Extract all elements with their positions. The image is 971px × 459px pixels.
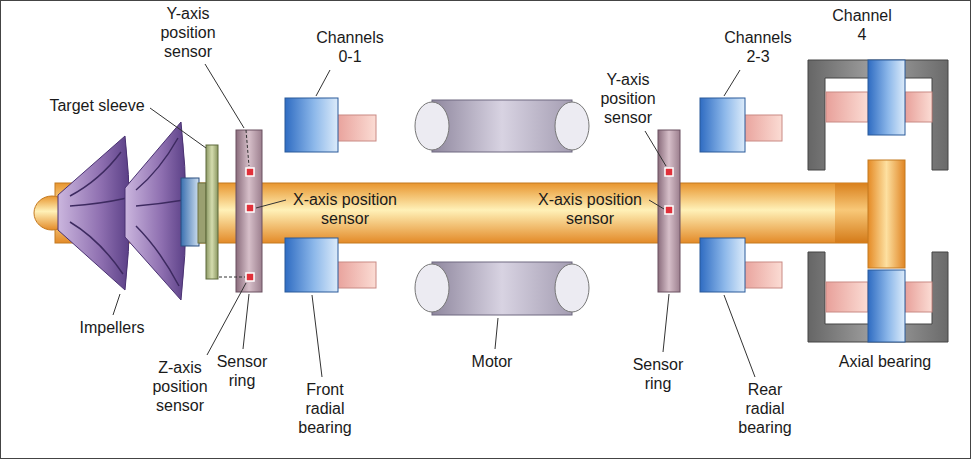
motor-winding bbox=[555, 102, 589, 150]
axial-bearing-coil bbox=[868, 270, 905, 342]
leader-line bbox=[243, 294, 249, 349]
leader-line bbox=[256, 200, 286, 208]
leader-line bbox=[207, 283, 246, 355]
impeller bbox=[125, 122, 186, 300]
part-label: Y-axis position sensor bbox=[596, 70, 660, 127]
bearing-pole bbox=[336, 115, 376, 141]
leader-line bbox=[724, 70, 740, 96]
motor-stator bbox=[432, 100, 572, 152]
leader-line bbox=[645, 131, 666, 166]
part-label: Axial bearing bbox=[839, 352, 932, 371]
part-label: Motor bbox=[472, 352, 513, 371]
motor-winding bbox=[555, 264, 589, 312]
leader-line bbox=[150, 108, 206, 148]
axial-bearing-housing bbox=[808, 60, 948, 170]
sensor-ring bbox=[658, 130, 680, 292]
sensor-ring bbox=[236, 130, 262, 292]
part-label: Sensor ring bbox=[211, 352, 273, 390]
leader-line bbox=[113, 294, 120, 315]
position-sensor bbox=[246, 273, 254, 281]
part-label: Channel 4 bbox=[829, 6, 895, 44]
radial-bearing-coil bbox=[285, 238, 338, 292]
motor-winding bbox=[415, 264, 449, 312]
part-label: Channels 0-1 bbox=[310, 28, 390, 66]
position-sensor bbox=[665, 168, 673, 176]
bearing-pole bbox=[336, 262, 376, 288]
impeller-blade bbox=[70, 152, 127, 274]
leader-line bbox=[312, 295, 322, 377]
position-sensor bbox=[246, 168, 254, 176]
motor-winding bbox=[415, 102, 449, 150]
leader-line bbox=[316, 70, 330, 96]
part-label: Channels 2-3 bbox=[718, 28, 798, 66]
part-label: Front radial bearing bbox=[286, 380, 364, 437]
part-label: Y-axis position sensor bbox=[156, 4, 220, 61]
thrust-disc bbox=[868, 160, 905, 268]
axial-bearing-coil bbox=[868, 60, 905, 135]
bearing-pole bbox=[905, 92, 932, 122]
part-label: Z-axis position sensor bbox=[148, 358, 212, 415]
leader-line bbox=[205, 64, 244, 128]
target-sleeve bbox=[206, 145, 218, 279]
part-label: X-axis position sensor bbox=[534, 190, 646, 228]
bearing-pole bbox=[905, 282, 932, 312]
radial-bearing-coil bbox=[285, 98, 338, 152]
leader-line bbox=[649, 200, 664, 209]
part-label: Sensor ring bbox=[627, 355, 689, 393]
leader-line bbox=[663, 294, 669, 352]
bearing-pole bbox=[826, 92, 868, 122]
leader-line bbox=[219, 277, 245, 278]
position-sensor bbox=[665, 206, 673, 214]
part-label: Impellers bbox=[80, 318, 145, 337]
collar bbox=[198, 183, 206, 243]
leader-line bbox=[495, 318, 498, 349]
position-sensor bbox=[246, 204, 254, 212]
impeller-blade bbox=[136, 138, 184, 286]
motor-stator bbox=[432, 262, 572, 315]
bearing-pole bbox=[826, 282, 868, 312]
bearing-pole bbox=[742, 262, 782, 288]
leader-lines bbox=[113, 64, 755, 377]
radial-bearing-coil bbox=[700, 98, 745, 152]
shaft-end bbox=[835, 183, 870, 243]
leader-line bbox=[246, 130, 249, 166]
radial-bearing-coil bbox=[700, 238, 745, 292]
part-label: Target sleeve bbox=[49, 96, 144, 115]
part-label: X-axis position sensor bbox=[289, 190, 401, 228]
leader-line bbox=[724, 295, 755, 377]
bearing-pole bbox=[742, 115, 782, 141]
impeller bbox=[58, 136, 130, 290]
impeller-hub bbox=[181, 178, 199, 246]
part-label: Rear radial bearing bbox=[730, 380, 800, 437]
